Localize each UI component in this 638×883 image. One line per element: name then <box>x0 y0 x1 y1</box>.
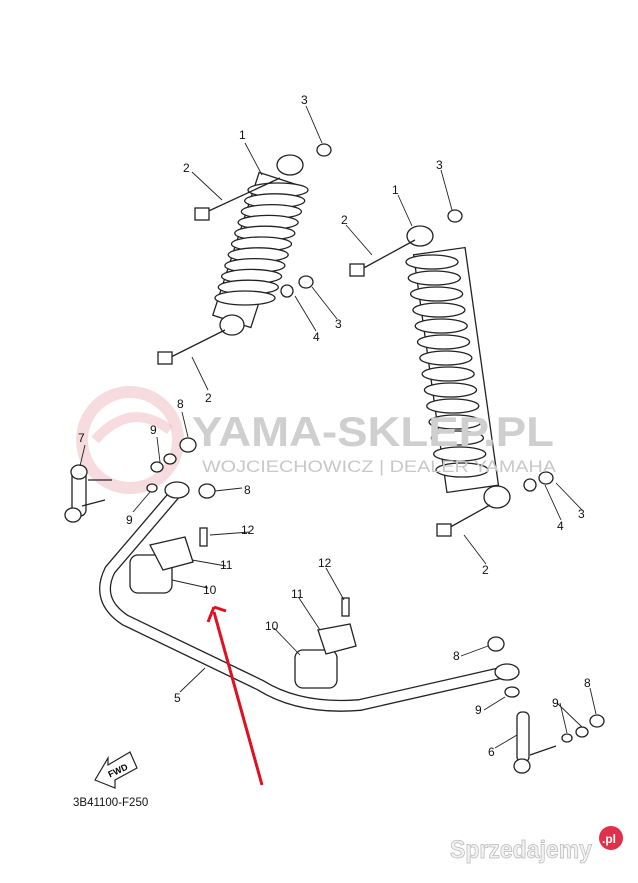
callout-label: 4 <box>557 519 564 533</box>
spring-coil <box>435 462 489 478</box>
spring-coil <box>426 398 480 414</box>
watermark-subtitle: WOJCIECHOWICZ | DEALER YAMAHA <box>202 457 557 476</box>
spring-coil <box>419 350 473 366</box>
spring-coil <box>433 446 487 462</box>
site-logo-badge-text: .pl <box>602 832 616 846</box>
callout-label: 8 <box>453 649 460 663</box>
callout-label: 7 <box>78 431 85 445</box>
spring-coil <box>421 366 475 382</box>
red-annotation-arrow <box>206 605 264 786</box>
callout-label: 5 <box>174 691 181 705</box>
spring-coil <box>409 286 464 302</box>
callout-label: 9 <box>475 703 482 717</box>
callout-label: 11 <box>291 587 304 601</box>
stabilizer-bar <box>64 437 605 774</box>
callout-label: 11 <box>220 558 233 572</box>
callout-label: 3 <box>578 507 585 521</box>
callout-label: 8 <box>177 397 184 411</box>
spring-coil <box>428 414 482 430</box>
spring-coil <box>430 430 485 446</box>
watermark-logo <box>76 386 184 494</box>
callout-label: 9 <box>552 696 559 710</box>
site-logo-text: Sprzedajemy <box>450 836 592 864</box>
diagram-code: 3B41100-F250 <box>73 797 148 809</box>
site-logo-badge <box>599 826 623 850</box>
spring-coil <box>414 318 468 334</box>
callout-label: 8 <box>584 676 591 690</box>
callout-label: 1 <box>392 183 399 197</box>
callout-label: 9 <box>150 423 157 437</box>
spring-coil <box>412 302 466 318</box>
callout-label: 2 <box>183 161 190 175</box>
callout-label: 10 <box>265 619 279 633</box>
callout-label: 12 <box>318 556 332 570</box>
spring-coil <box>407 270 461 286</box>
callout-label: 4 <box>313 330 320 344</box>
callout-label: 2 <box>205 391 212 405</box>
watermark-title: YAMA-SKLEP.PL <box>192 408 554 455</box>
spring-coil <box>214 290 276 306</box>
callout-label: 3 <box>301 93 308 107</box>
left-shock-absorber <box>157 143 332 365</box>
callout-label: 10 <box>203 583 217 597</box>
spring-coil <box>405 254 459 270</box>
spring-coil <box>416 334 471 350</box>
callout-label: 3 <box>335 317 342 331</box>
leader-lines <box>79 105 597 749</box>
right-shock-absorber <box>349 209 554 537</box>
callout-label: 1 <box>239 128 246 142</box>
callout-label: 2 <box>341 213 348 227</box>
spring-coil <box>423 382 478 398</box>
callout-label: 2 <box>482 563 489 577</box>
callout-label: 9 <box>126 513 133 527</box>
callout-label: 8 <box>244 483 251 497</box>
callout-label: 12 <box>241 523 255 537</box>
callout-label: 3 <box>436 158 443 172</box>
callout-label: 6 <box>488 745 495 759</box>
fwd-arrow-icon: FWD <box>94 751 138 789</box>
